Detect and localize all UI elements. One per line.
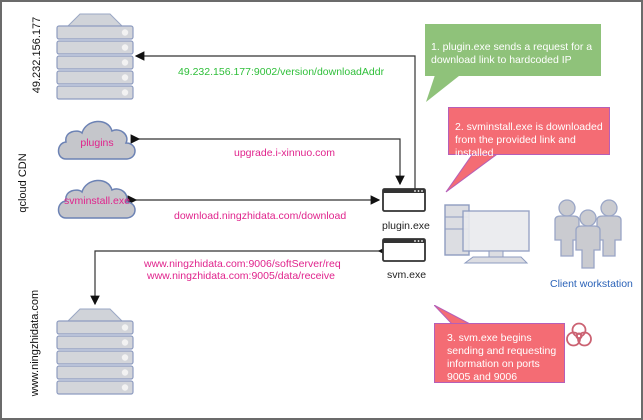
edge-label-soft-server: www.ningzhidata.com:9006/softServer/req (144, 258, 341, 270)
edge-label-version-download: 49.232.156.177:9002/version/downloadAddr (178, 66, 385, 78)
biohazard-icon (566, 322, 592, 347)
callout-step1: 1. plugin.exe sends a request for a down… (425, 24, 601, 76)
window-icon-svm (382, 238, 426, 262)
edge-upgrade (130, 134, 405, 186)
window-icon-plugin (382, 188, 426, 212)
callout-pointer-step2 (445, 152, 501, 193)
edge-version-download (134, 51, 416, 200)
process-label-svm: svm.exe (387, 269, 427, 281)
edge-svm-server (90, 246, 388, 306)
server-icon-top (56, 13, 134, 100)
bottom-server-label: www.ningzhidata.com (29, 289, 41, 397)
server-icon-bottom (56, 308, 134, 395)
client-workstation-label: Client workstation (550, 278, 633, 290)
cloud-icon-plugins (57, 120, 136, 160)
cloud-label-svminstall: svminstall.exe (64, 195, 130, 207)
cloud-icon-svminstall (57, 179, 136, 219)
cdn-label: qcloud CDN (17, 153, 29, 213)
edge-label-data-receive: www.ningzhidata.com:9005/data/receive (147, 270, 335, 282)
top-server-label: 49.232.156.177 (31, 16, 43, 94)
edge-label-download: download.ningzhidata.com/download (174, 210, 347, 222)
callout-step3: 3. svm.exe begins sending and requesting… (434, 323, 565, 383)
edge-label-upgrade: upgrade.i-xinnuo.com (234, 147, 335, 159)
callout-step2: 2. svminstall.exe is downloaded from the… (448, 107, 610, 159)
process-label-plugin: plugin.exe (382, 220, 430, 232)
cloud-label-plugins: plugins (80, 137, 114, 149)
desktop-computer-icon (444, 204, 530, 264)
users-group-icon (554, 199, 622, 269)
callout-pointer-step3 (434, 305, 471, 325)
callout-pointer-step1 (426, 72, 464, 102)
